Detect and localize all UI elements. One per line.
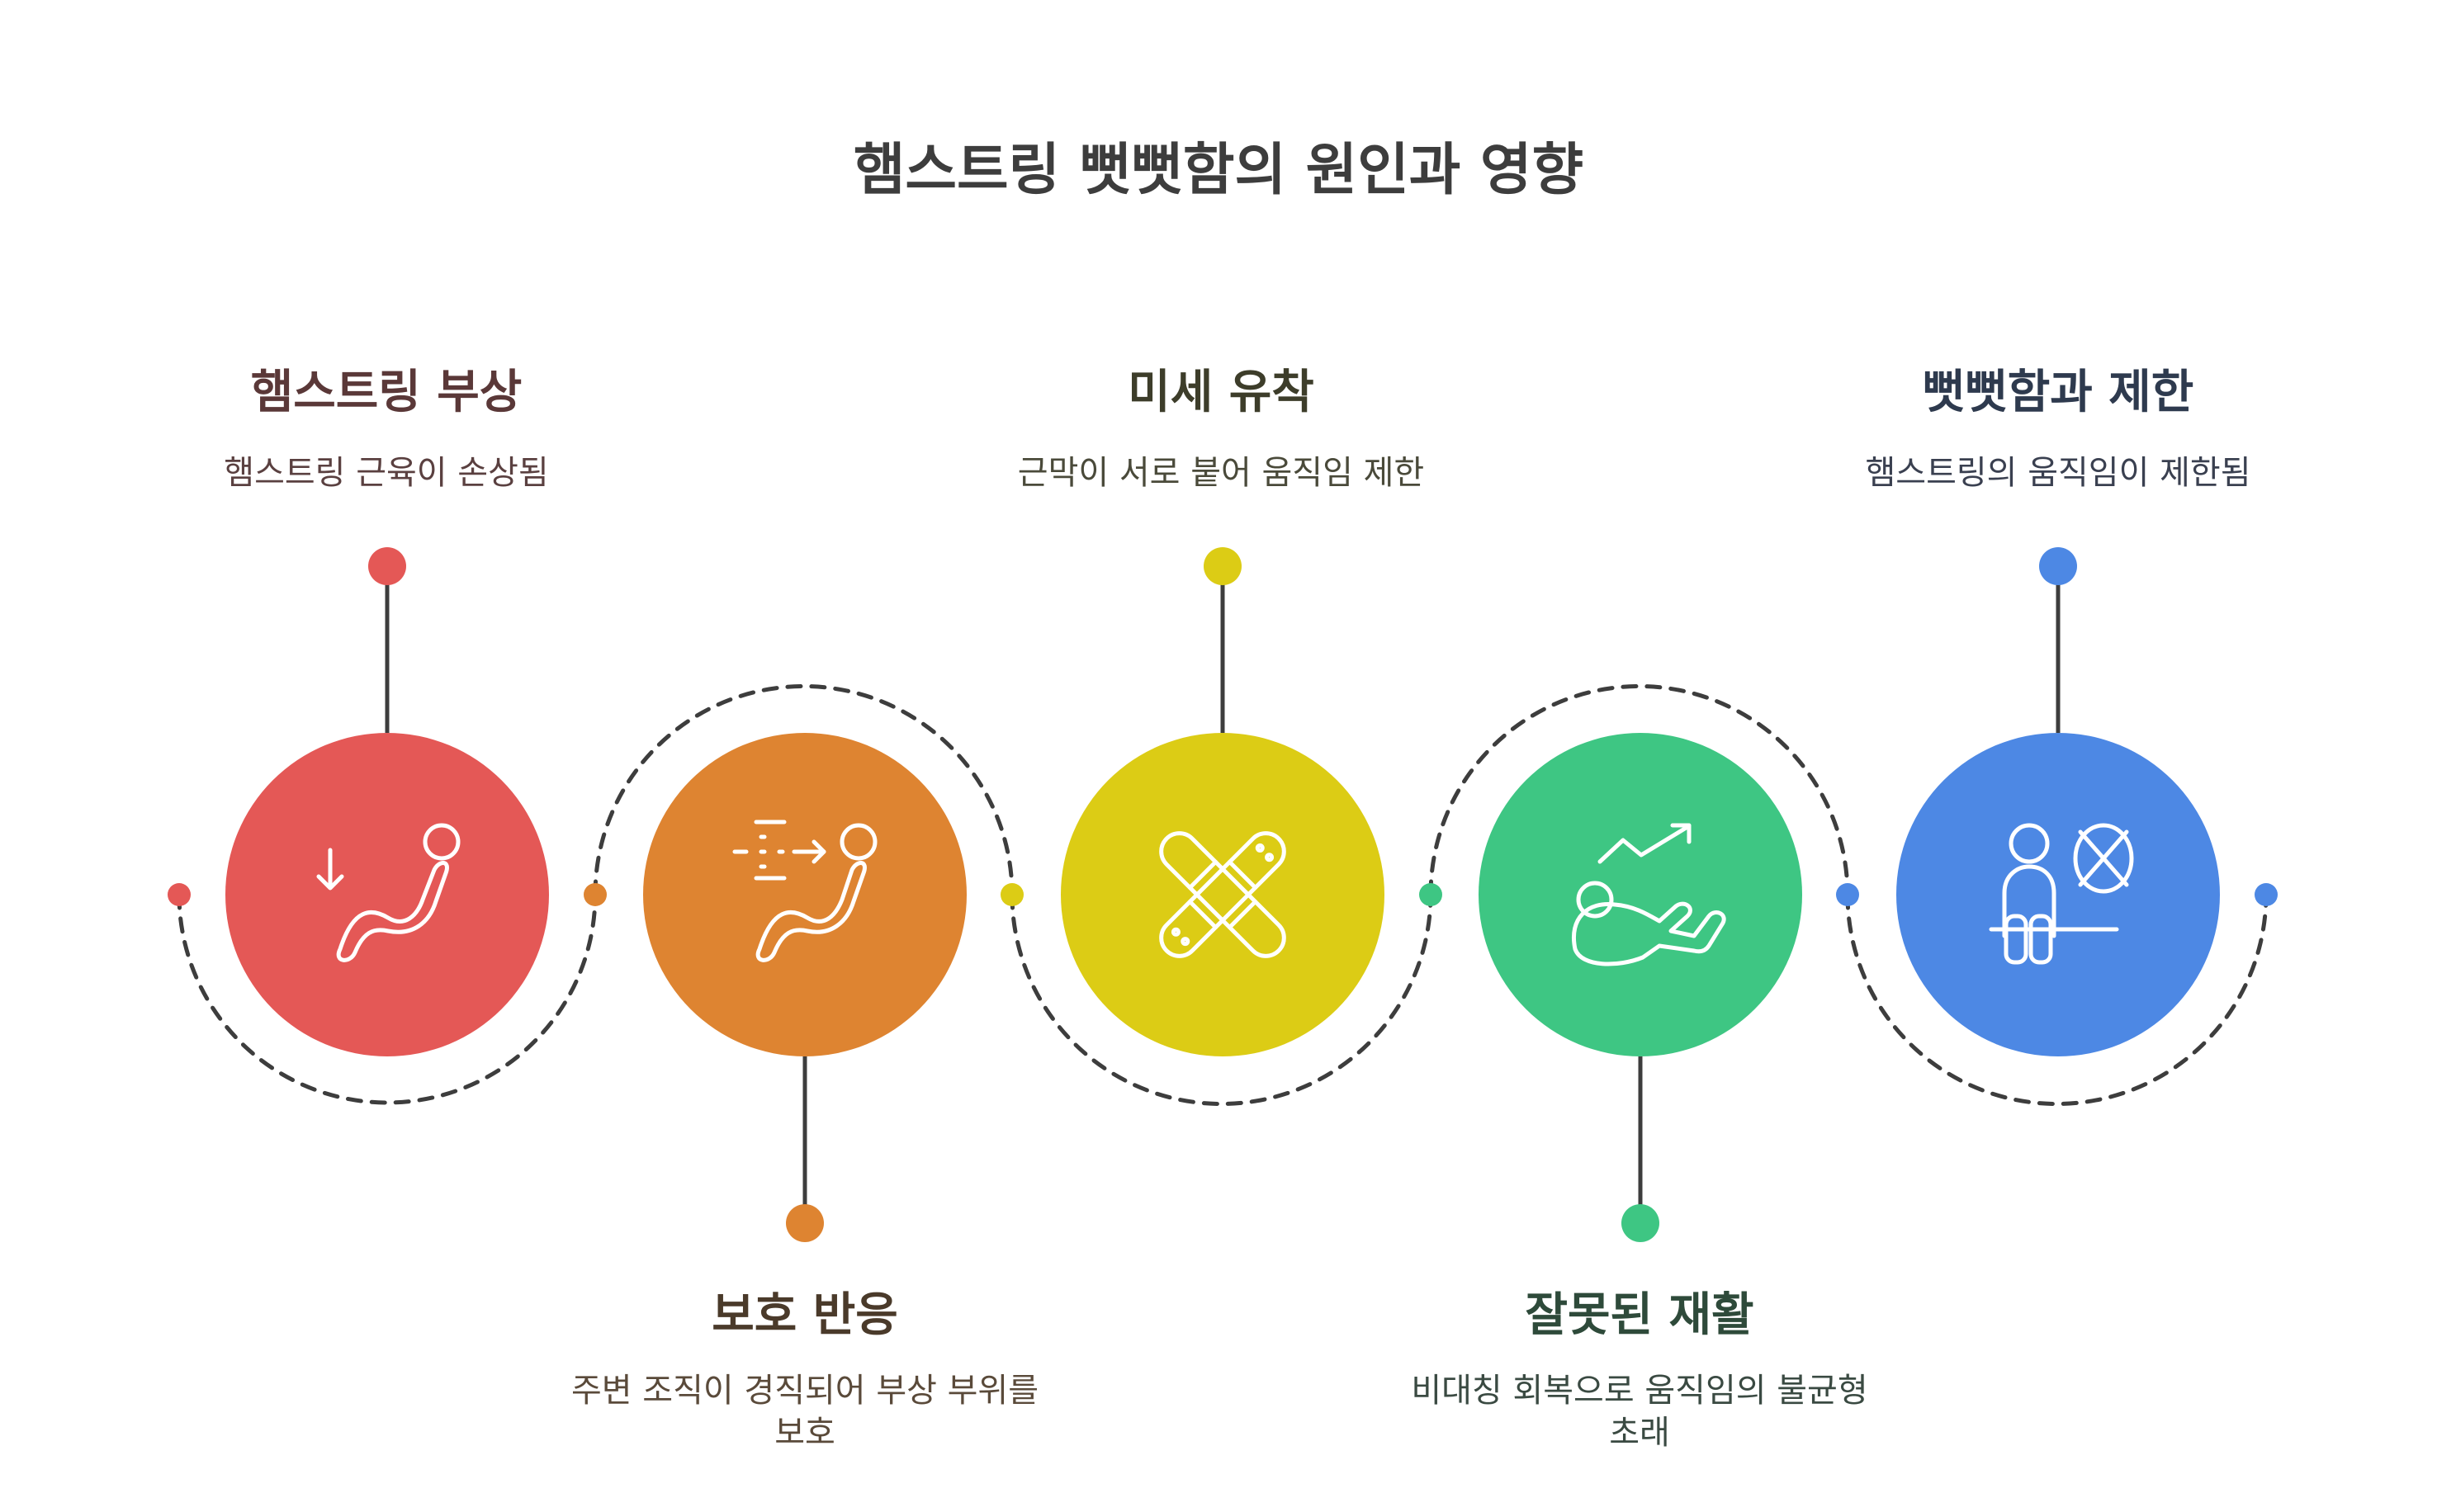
diagram-title: 햄스트링 뻣뻣함의 원인과 영향 — [853, 138, 1584, 203]
person-restricted-icon — [1989, 823, 2134, 965]
step-5-circle — [1896, 733, 2220, 1056]
step-4-description: 비대칭 회복으로 움직임의 불균형 초래 — [1351, 1370, 1928, 1454]
step-3-description: 근막이 서로 붙어 움직임 제한 — [1017, 454, 1425, 492]
step-2-circle — [643, 733, 967, 1056]
step-1-heading: 햄스트링 부상 — [250, 366, 523, 419]
person-falling-icon — [316, 823, 461, 962]
step-1-circle — [225, 733, 549, 1056]
person-rehab-trend-icon — [1572, 823, 1726, 966]
edge-dot — [1836, 883, 1859, 906]
edge-dot — [2255, 883, 2278, 906]
stem-dot-1 — [368, 547, 406, 585]
step-3-circle — [1061, 733, 1384, 1056]
stem-dot-5 — [2039, 547, 2077, 585]
connector-arc-3 — [1010, 892, 1433, 1106]
step-1-description: 햄스트링 근육이 손상됨 — [224, 454, 549, 492]
connector-arc-1 — [177, 892, 598, 1105]
step-4-description-line-1: 비대칭 회복으로 움직임의 불균형 — [1411, 1372, 1868, 1410]
edge-dot — [1419, 883, 1442, 906]
edge-dot — [584, 883, 607, 906]
person-speed-lines-icon — [732, 820, 878, 962]
bandage-icon — [1159, 831, 1286, 958]
step-5-description: 햄스트링의 움직임이 제한됨 — [1865, 454, 2251, 492]
step-2-description-line-2: 보호 — [774, 1414, 835, 1453]
stem-dot-4 — [1621, 1204, 1659, 1242]
step-2-description: 주변 조직이 경직되어 부상 부위를 보호 — [516, 1370, 1094, 1454]
step-2-description-line-1: 주변 조직이 경직되어 부상 부위를 — [570, 1372, 1039, 1410]
step-4-description-line-2: 초래 — [1609, 1414, 1670, 1453]
step-2-heading: 보호 반응 — [712, 1288, 898, 1342]
edge-dot — [1001, 883, 1024, 906]
stem-dot-2 — [786, 1204, 824, 1242]
stem-dot-3 — [1204, 547, 1242, 585]
connector-arc-4 — [1428, 684, 1850, 897]
connector-arc-2 — [593, 684, 1015, 897]
connector-arc-5 — [1845, 892, 2269, 1106]
step-4-circle — [1479, 733, 1802, 1056]
step-5-heading: 뻣뻣함과 제한 — [1922, 366, 2194, 419]
step-3-heading: 미세 유착 — [1128, 366, 1314, 419]
step-4-heading: 잘못된 재활 — [1525, 1288, 1754, 1342]
edge-dot — [168, 883, 191, 906]
